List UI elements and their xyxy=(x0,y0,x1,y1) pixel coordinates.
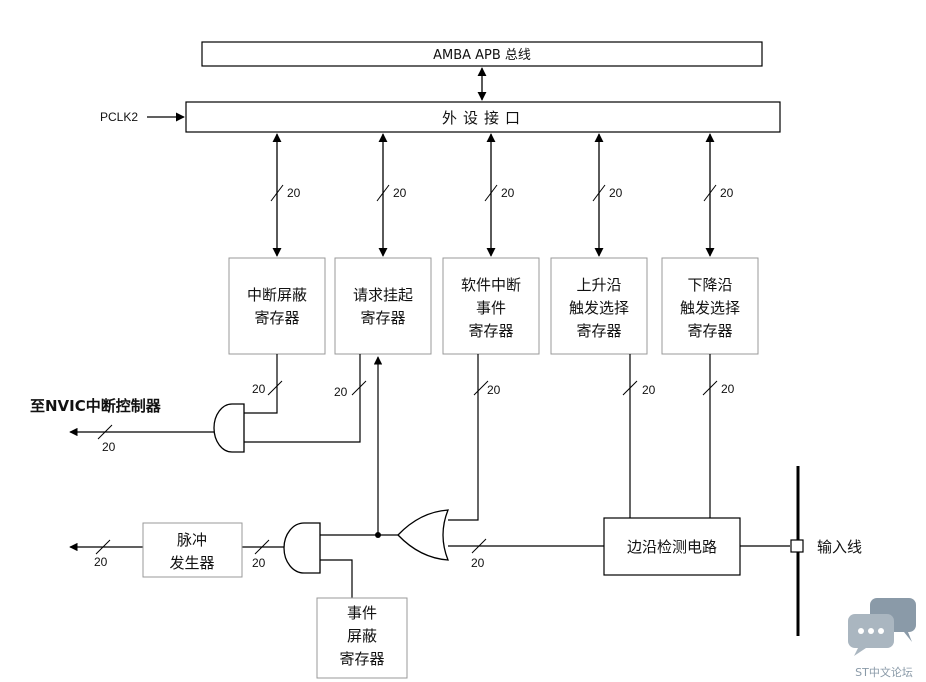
register-pending: 请求挂起 寄存器 xyxy=(334,257,432,355)
width-label: 20 xyxy=(94,555,108,569)
or-gate xyxy=(397,509,449,561)
event-mask-register: 事件 屏蔽 寄存器 xyxy=(316,597,408,679)
svg-text:触发选择: 触发选择 xyxy=(569,299,629,317)
svg-text:寄存器: 寄存器 xyxy=(360,309,405,327)
edge-detect-circuit: 边沿检测电路 xyxy=(603,517,741,576)
bus-width-labels-bottom: 20 20 20 20 20 20 20 20 20 xyxy=(94,382,735,570)
peripheral-interface-label: 外设接口 xyxy=(442,109,526,127)
width-label: 20 xyxy=(287,186,301,200)
junction-dot xyxy=(375,532,381,538)
wire-pending-out xyxy=(244,354,361,443)
register-int-mask: 中断屏蔽 寄存器 xyxy=(228,257,326,355)
width-label: 20 xyxy=(721,382,735,396)
width-label: 20 xyxy=(642,383,656,397)
svg-text:发生器: 发生器 xyxy=(169,554,214,572)
width-label: 20 xyxy=(102,440,116,454)
register-links xyxy=(272,133,715,257)
svg-text:边沿检测电路: 边沿检测电路 xyxy=(627,538,717,556)
wire-event-mask xyxy=(320,559,353,598)
svg-text:寄存器: 寄存器 xyxy=(254,309,299,327)
event-and-gate xyxy=(283,522,321,574)
width-label: 20 xyxy=(334,385,348,399)
apb-bus: AMBA APB 总线 xyxy=(201,41,763,67)
pulse-generator: 脉冲 发生器 xyxy=(142,522,243,578)
width-label: 20 xyxy=(720,186,734,200)
register-swier: 软件中断 事件 寄存器 xyxy=(442,257,540,355)
svg-text:触发选择: 触发选择 xyxy=(680,299,740,317)
watermark-label: ST中文论坛 xyxy=(855,666,913,679)
width-label: 20 xyxy=(393,186,407,200)
svg-text:寄存器: 寄存器 xyxy=(687,322,732,340)
width-label: 20 xyxy=(609,186,623,200)
watermark: ST中文论坛 xyxy=(846,598,922,679)
width-label: 20 xyxy=(501,186,515,200)
width-label: 20 xyxy=(252,382,266,396)
width-label: 20 xyxy=(487,383,501,397)
interrupt-and-gate xyxy=(213,403,245,453)
peripheral-interface: 外设接口 xyxy=(185,101,781,133)
svg-text:请求挂起: 请求挂起 xyxy=(353,286,413,304)
svg-text:上升沿: 上升沿 xyxy=(576,276,621,294)
svg-text:中断屏蔽: 中断屏蔽 xyxy=(247,286,307,304)
register-falling: 下降沿 触发选择 寄存器 xyxy=(661,257,759,355)
svg-text:事件: 事件 xyxy=(476,299,506,317)
chat-bubbles-icon xyxy=(848,598,916,656)
svg-text:寄存器: 寄存器 xyxy=(576,322,621,340)
wire-int-mask xyxy=(244,354,278,414)
svg-text:寄存器: 寄存器 xyxy=(468,322,513,340)
svg-text:脉冲: 脉冲 xyxy=(177,531,207,549)
svg-text:下降沿: 下降沿 xyxy=(687,276,732,294)
input-line-label: 输入线 xyxy=(817,538,862,556)
wires xyxy=(69,354,790,598)
input-pin xyxy=(790,539,804,553)
width-label: 20 xyxy=(252,556,266,570)
svg-text:寄存器: 寄存器 xyxy=(339,650,384,668)
bus-width-labels-top: 20 20 20 20 20 xyxy=(287,186,734,200)
svg-text:屏蔽: 屏蔽 xyxy=(347,627,377,645)
pclk2-label: PCLK2 xyxy=(100,110,138,124)
bus-width-marks-bottom xyxy=(95,380,718,555)
register-rising: 上升沿 触发选择 寄存器 xyxy=(550,257,648,355)
nvic-label: 至NVIC中断控制器 xyxy=(30,397,162,415)
svg-text:事件: 事件 xyxy=(347,604,377,622)
apb-bus-label: AMBA APB 总线 xyxy=(433,48,531,63)
bus-width-marks-top xyxy=(270,184,717,202)
wire-swier xyxy=(448,354,479,521)
svg-text:软件中断: 软件中断 xyxy=(461,276,521,294)
width-label: 20 xyxy=(471,556,485,570)
